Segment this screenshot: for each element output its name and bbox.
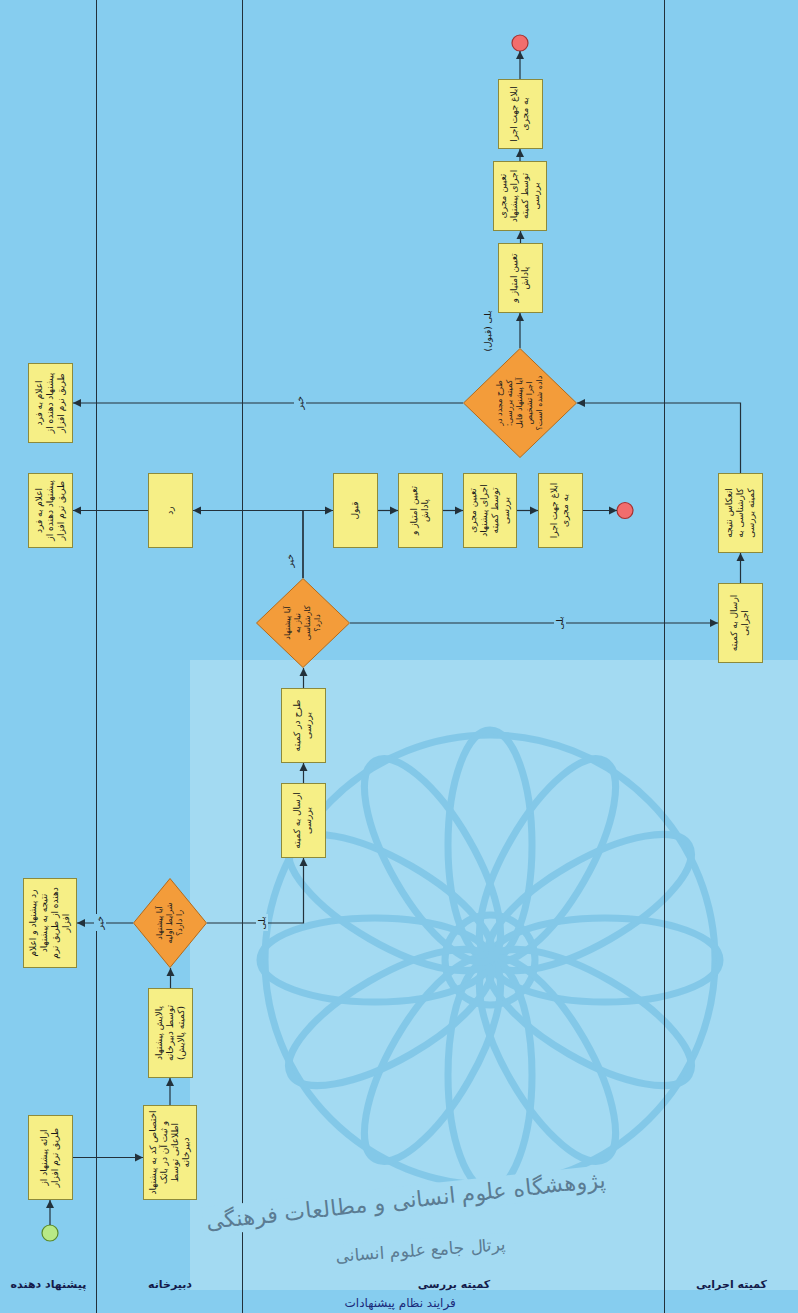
lane-label: پیشنهاد دهنده	[0, 1273, 97, 1297]
sequence-flow	[207, 858, 304, 923]
swimlane: کمیته اجرایی ارسال به کمیته اجرایی انعکاس …	[665, 0, 798, 1313]
sequence-flow	[577, 403, 741, 473]
process-box: تعیین امتیاز و پاداش	[498, 243, 543, 313]
process-box: پالایش پیشنهاد توسط دبیرخانه (کمیته پالا…	[148, 988, 193, 1078]
sequence-flow	[378, 510, 398, 511]
diamond-text-area: آیا پیشنهاد نیاز به کارشناسی دارد؟	[283, 601, 323, 646]
decision-text: آیا پیشنهاد شرایط اولیه را دارد؟	[155, 901, 185, 946]
sequence-flow	[303, 511, 333, 579]
sequence-flow	[350, 622, 718, 623]
process-box: ابلاغ جهت اجرا به مجری	[538, 473, 583, 548]
process-box: تعیین امتیاز و پاداش	[398, 473, 443, 548]
process-box: انعکاس نتیجه کارشناسی به کمیته بررسی	[718, 473, 763, 553]
box-text: قبول	[350, 478, 361, 543]
process-box: ارسال به کمیته اجرایی	[718, 583, 763, 663]
process-box: تعیین مجری اجرای پیشنهاد توسط کمیته بررس…	[463, 473, 517, 548]
sequence-flow	[73, 1157, 143, 1158]
process-box: ارسال به کمیته بررسی	[281, 783, 326, 858]
sequence-flow	[73, 402, 463, 403]
end-event	[512, 35, 528, 51]
box-text: رد	[165, 478, 176, 543]
swimlane: کمیته بررسی ارسال به کمیته بررسی طرح در کم…	[243, 0, 665, 1313]
diamond-outline	[134, 879, 207, 968]
process-box: تعیین مجری اجرای پیشنهاد توسط کمیته بررس…	[493, 161, 547, 231]
box-text: اعلام به فرد پیشنهاد دهنده از طریق نرم ا…	[34, 478, 67, 543]
process-box: رد	[148, 473, 193, 548]
process-box: رد پیشنهاد و اعلام نتیجه به پیشنهاد دهند…	[23, 878, 77, 968]
edge-label: بلی	[554, 615, 566, 632]
decision-diamond: طرح مجدد در کمیته بررسی: آیا پیشنهاد قاب…	[463, 348, 577, 458]
box-text: تعیین امتیاز و پاداش	[409, 478, 431, 543]
sequence-flow	[520, 231, 521, 243]
edge-label: بلی	[256, 915, 268, 932]
box-text: رد پیشنهاد و اعلام نتیجه به پیشنهاد دهند…	[28, 883, 72, 963]
process-box: اعلام به فرد پیشنهاد دهنده از طریق نرم ا…	[28, 473, 73, 548]
lane-label: کمیته اجرایی	[665, 1273, 798, 1297]
decision-text: طرح مجدد در کمیته بررسی: آیا پیشنهاد قاب…	[495, 376, 545, 431]
sequence-flow	[193, 511, 303, 579]
process-box: طرح در کمیته بررسی	[281, 688, 326, 763]
lane-label: کمیته بررسی	[243, 1273, 665, 1297]
start-event	[42, 1225, 58, 1241]
sequence-flow	[303, 668, 304, 688]
sequence-flow	[303, 763, 304, 783]
process-box: قبول	[333, 473, 378, 548]
edge-label: بلی (قبول)	[482, 308, 494, 353]
sequence-flow	[73, 510, 148, 511]
box-text: تعیین مجری اجرای پیشنهاد توسط کمیته بررس…	[498, 166, 542, 226]
box-text: ابلاغ جهت اجرا به مجری	[549, 478, 571, 543]
box-text: طرح در کمیته بررسی	[292, 693, 314, 758]
sequence-flow	[740, 553, 741, 583]
diamond-outline	[257, 579, 350, 668]
watermark-rosette	[260, 730, 720, 1190]
sequence-flow	[519, 149, 520, 161]
box-text: اعلام به فرد پیشنهاد دهنده از طریق نرم ا…	[34, 368, 67, 438]
figure-caption: فرایند نظام پیشنهادات	[345, 1296, 456, 1311]
diamond-text-area: آیا پیشنهاد شرایط اولیه را دارد؟	[155, 901, 185, 946]
watermark-panel	[190, 660, 798, 1290]
sequence-flow	[170, 968, 171, 988]
process-box: ابلاغ جهت اجرا به مجری	[498, 79, 543, 149]
sequence-flow	[443, 510, 463, 511]
box-text: ارائه پیشنهاد از طریق نرم افزار	[39, 1120, 61, 1195]
swimlane: دبیرخانه اختصاص کد به پیشنهاد و ثبت آن در…	[97, 0, 243, 1313]
process-box: اعلام به فرد پیشنهاد دهنده از طریق نرم ا…	[28, 363, 73, 443]
decision-diamond: آیا پیشنهاد شرایط اولیه را دارد؟	[133, 878, 207, 968]
edge-label: خیر	[94, 914, 106, 931]
diamond-text-area: طرح مجدد در کمیته بررسی: آیا پیشنهاد قاب…	[495, 376, 545, 431]
sequence-flow	[49, 1200, 50, 1225]
diamond-outline	[464, 349, 577, 458]
box-text: پالایش پیشنهاد توسط دبیرخانه (کمیته پالا…	[154, 993, 187, 1073]
sequence-flow	[169, 1078, 170, 1105]
box-text: انعکاس نتیجه کارشناسی به کمیته بررسی	[724, 478, 757, 548]
sequence-flow	[519, 51, 520, 79]
sequence-flow	[583, 510, 617, 511]
box-text: تعیین امتیاز و پاداش	[509, 248, 531, 308]
decision-text: آیا پیشنهاد نیاز به کارشناسی دارد؟	[283, 601, 323, 646]
box-text: ارسال به کمیته اجرایی	[729, 588, 751, 658]
box-text: ارسال به کمیته بررسی	[292, 788, 314, 853]
box-text: ابلاغ جهت اجرا به مجری	[509, 84, 531, 144]
edge-label: خیر	[294, 394, 306, 411]
process-box: اختصاص کد به پیشنهاد و ثبت آن در بانک اط…	[143, 1105, 197, 1200]
box-text: اختصاص کد به پیشنهاد و ثبت آن در بانک اط…	[148, 1110, 192, 1195]
sequence-flow	[517, 510, 538, 511]
box-text: تعیین مجری اجرای پیشنهاد توسط کمیته بررس…	[468, 478, 512, 543]
sequence-flow	[519, 313, 520, 348]
process-box: ارائه پیشنهاد از طریق نرم افزار	[28, 1115, 73, 1200]
swimlane: پیشنهاد دهنده ارائه پیشنهاد از طریق نرم ا…	[0, 0, 97, 1313]
edge-label: خیر	[284, 552, 296, 569]
end-event	[617, 503, 633, 519]
lane-label: دبیرخانه	[97, 1273, 243, 1297]
decision-diamond: آیا پیشنهاد نیاز به کارشناسی دارد؟	[256, 578, 350, 668]
